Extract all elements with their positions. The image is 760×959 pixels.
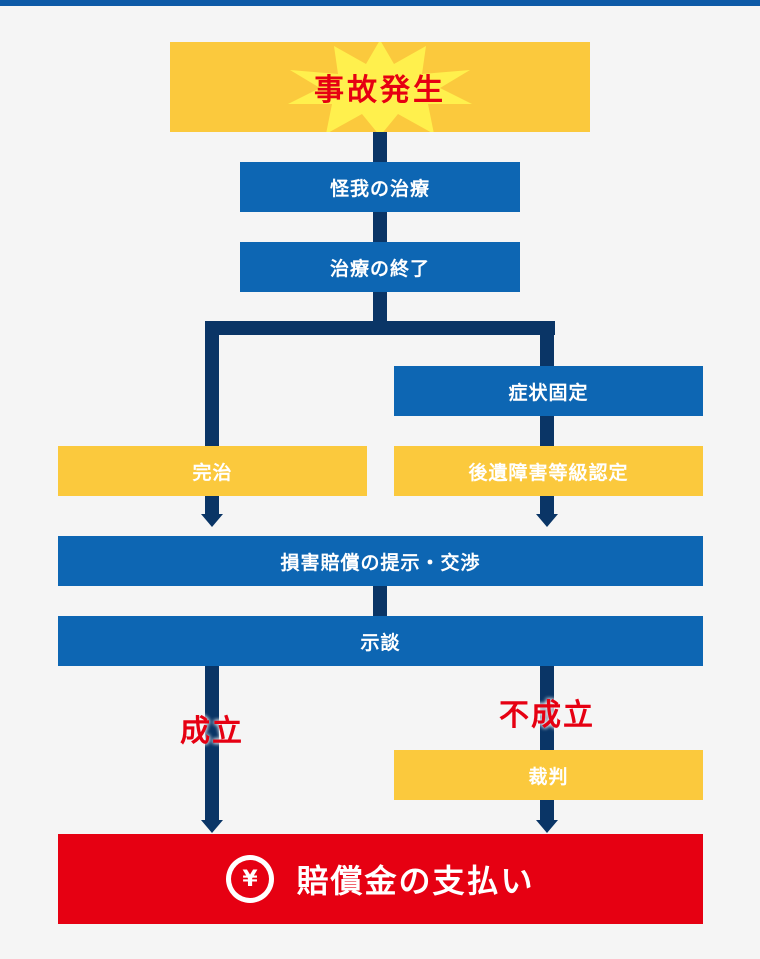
success-arrowhead bbox=[201, 820, 223, 833]
damage-offer-box: 損害賠償の提示・交渉 bbox=[58, 536, 703, 586]
symptom-fixed-box: 症状固定 bbox=[394, 366, 703, 416]
trial-box: 裁判 bbox=[394, 750, 703, 800]
injury-treatment-box: 怪我の治療 bbox=[240, 162, 520, 212]
left-arrowhead bbox=[201, 514, 223, 527]
trial-label: 裁判 bbox=[528, 765, 569, 788]
accident-label: 事故発生 bbox=[314, 73, 446, 108]
success-connector bbox=[205, 664, 219, 822]
burst-icon bbox=[288, 42, 472, 132]
treatment-end-box: 治療の終了 bbox=[240, 242, 520, 292]
full-recovery-label: 完治 bbox=[192, 461, 233, 484]
yen-circle-icon: ¥ bbox=[226, 855, 275, 903]
settlement-box: 示談 bbox=[58, 616, 703, 666]
payment-label: 賠償金の支払い bbox=[296, 862, 535, 900]
trunk-connector bbox=[373, 130, 387, 325]
top-accent-bar bbox=[0, 0, 760, 6]
injury-treatment-label: 怪我の治療 bbox=[329, 177, 430, 200]
treatment-end-label: 治療の終了 bbox=[329, 257, 430, 280]
failure-label: 不成立 bbox=[499, 698, 595, 733]
split-connector bbox=[205, 321, 555, 335]
right-arrowhead bbox=[536, 514, 558, 527]
full-recovery-box: 完治 bbox=[58, 446, 367, 496]
disability-certification-box: 後遺障害等級認定 bbox=[394, 446, 703, 496]
disability-certification-label: 後遺障害等級認定 bbox=[468, 461, 629, 484]
yen-symbol: ¥ bbox=[231, 860, 270, 898]
symptom-fixed-label: 症状固定 bbox=[508, 381, 589, 404]
damage-offer-label: 損害賠償の提示・交渉 bbox=[280, 551, 481, 574]
offer-connector bbox=[373, 584, 387, 618]
payment-box: ¥ 賠償金の支払い bbox=[58, 834, 703, 924]
success-label: 成立 bbox=[180, 714, 244, 749]
settlement-label: 示談 bbox=[360, 631, 401, 654]
failure-arrowhead bbox=[536, 820, 558, 833]
